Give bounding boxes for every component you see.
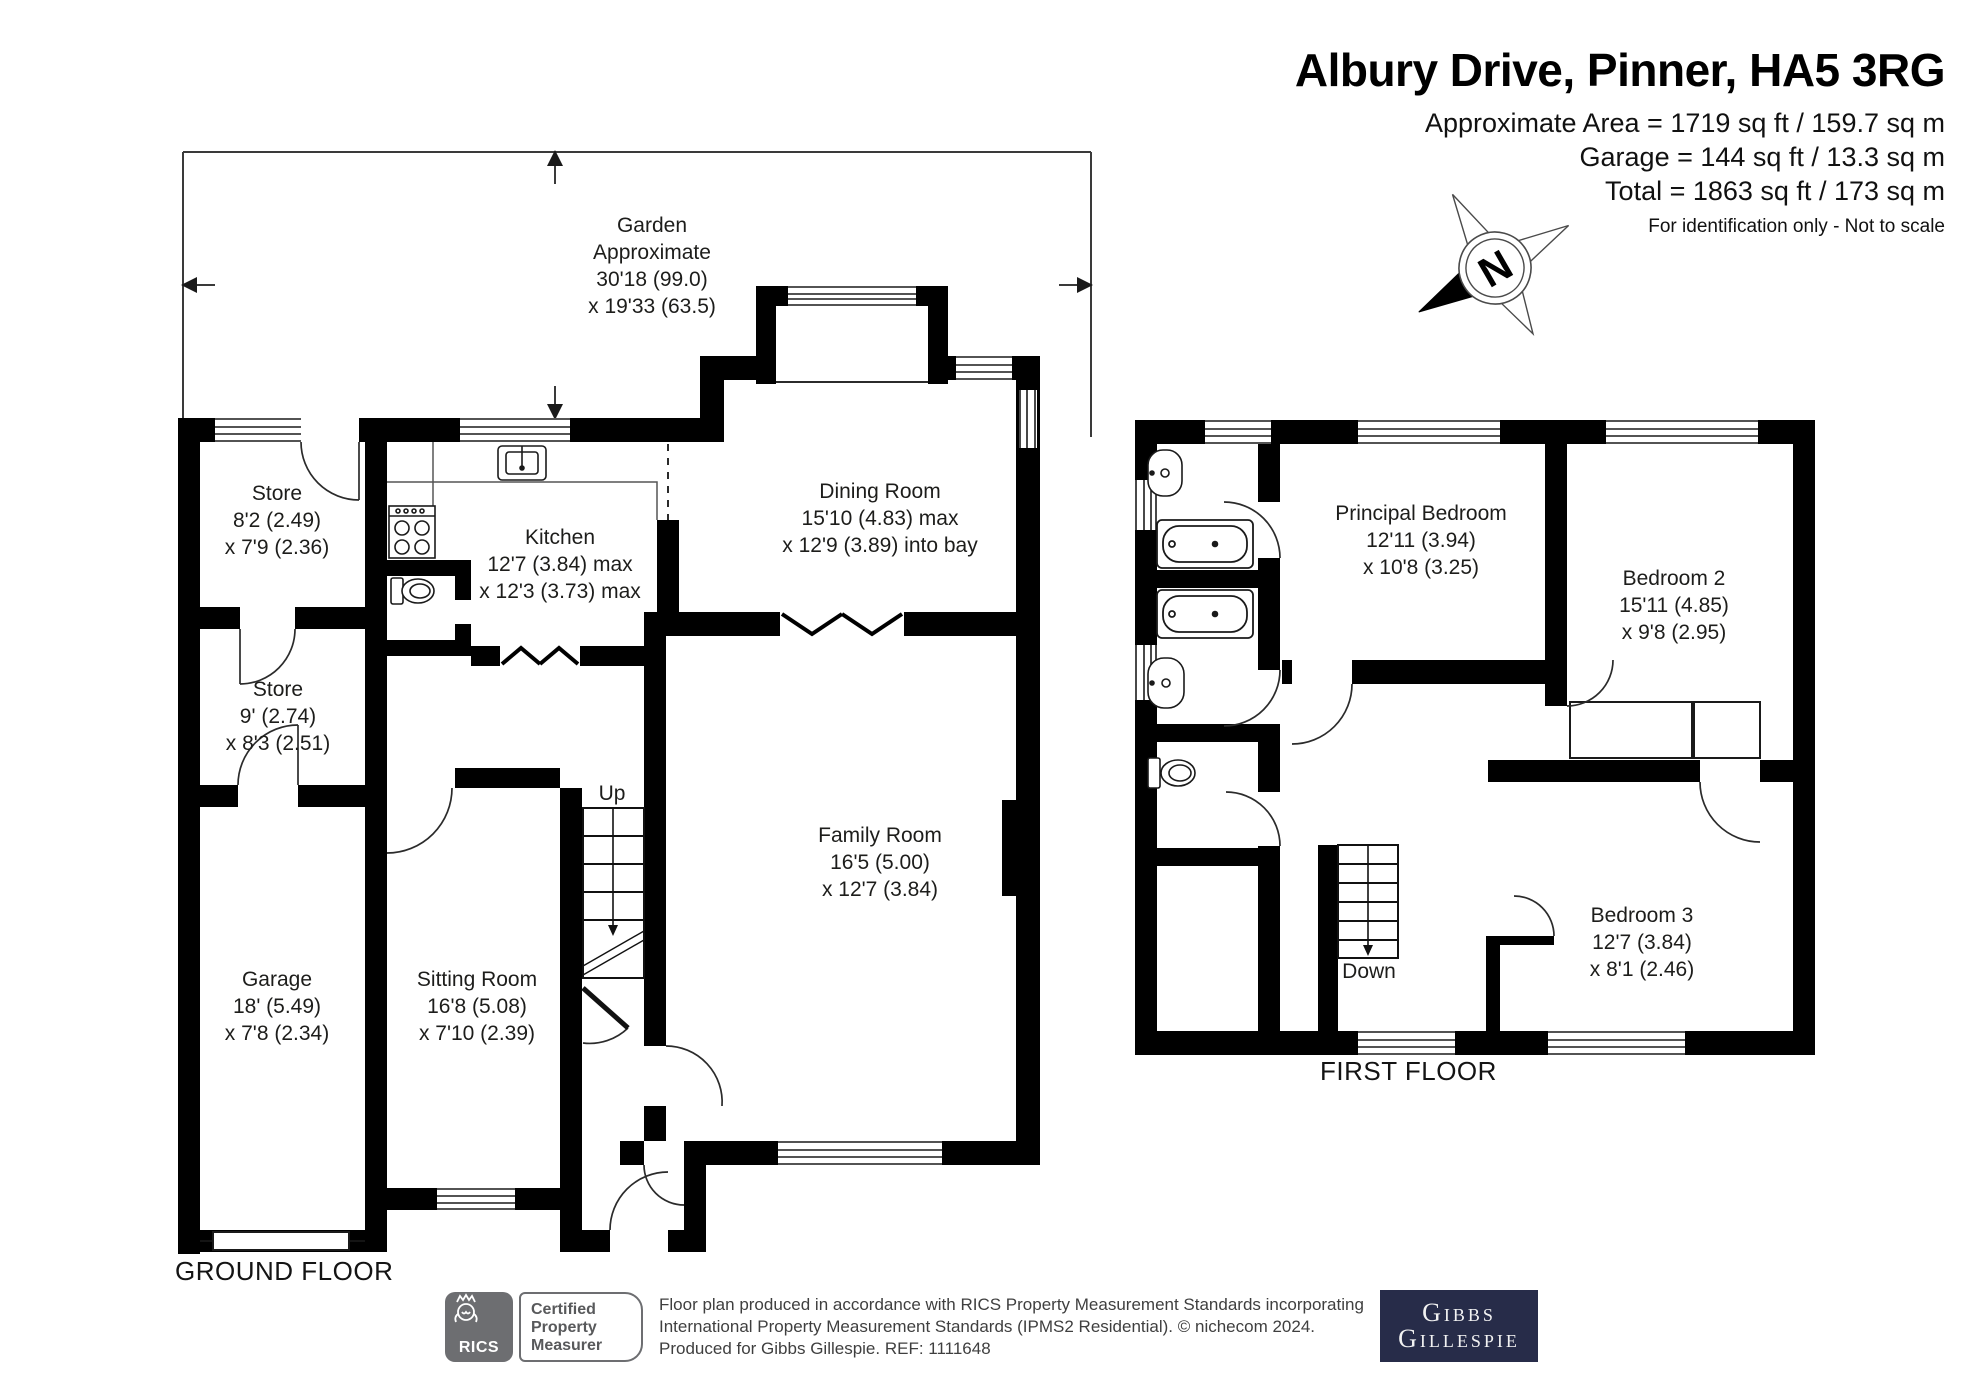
room-label-dining-room: Dining Room 15'10 (4.83) max x 12'9 (3.8… xyxy=(782,480,978,557)
room-label-garage: Garage 18' (5.49) x 7'8 (2.34) xyxy=(224,968,330,1045)
bathtub-icon xyxy=(1156,589,1254,639)
bathtub-icon xyxy=(1156,519,1254,569)
garden-name: Garden xyxy=(616,214,688,237)
rics-wordmark: RICS xyxy=(458,1339,500,1356)
hob-icon xyxy=(388,505,436,559)
kitchen-sink-icon xyxy=(497,445,547,481)
room-label-family-room: Family Room 16'5 (5.00) x 12'7 (3.84) xyxy=(818,824,942,901)
room-label-sitting-room: Sitting Room 16'8 (5.08) x 7'10 (2.39) xyxy=(416,968,538,1045)
bathroom-sink-icon xyxy=(1147,657,1185,709)
certified-property-measurer-badge: Certified Property Measurer xyxy=(519,1292,643,1362)
room-label-bedroom-3: Bedroom 3 12'7 (3.84) x 8'1 (2.46) xyxy=(1589,904,1695,981)
room-label-kitchen: Kitchen 12'7 (3.84) max x 12'3 (3.73) ma… xyxy=(479,526,641,603)
identification-note: For identification only - Not to scale xyxy=(1648,216,1945,237)
bathroom-sink-icon xyxy=(1147,449,1183,497)
cloakroom-toilet-icon xyxy=(390,577,435,605)
room-label-store-1: Store 8'2 (2.49) x 7'9 (2.36) xyxy=(224,482,330,559)
garden-qualifier: Approximate xyxy=(593,241,711,264)
first-floor-label: FIRST FLOOR xyxy=(1320,1056,1497,1086)
folding-doors xyxy=(500,612,904,666)
ground-floor-doors xyxy=(237,441,723,1231)
built-in-wardrobes xyxy=(1569,701,1761,759)
toilet-icon xyxy=(1147,757,1196,789)
first-floor-doors xyxy=(1223,501,1761,937)
room-label-store-2: Store 9' (2.74) x 8'3 (2.51) xyxy=(225,678,331,755)
gibbs-gillespie-logo: Gibbs Gillespie xyxy=(1380,1290,1538,1362)
room-label-garden: Garden Approximate 30'18 (99.0) x 19'33 … xyxy=(588,212,716,320)
ground-floor-label: GROUND FLOOR xyxy=(175,1256,394,1286)
header: Albury Drive, Pinner, HA5 3RG Approximat… xyxy=(1294,44,1946,242)
stairs-up xyxy=(582,807,645,979)
stairs-down xyxy=(1337,844,1399,959)
garden-dim2: x 19'33 (63.5) xyxy=(588,295,716,318)
total-area: Total = 1863 sq ft / 173 sq m xyxy=(1605,176,1945,206)
garage-door xyxy=(212,1231,350,1251)
garage-area: Garage = 144 sq ft / 13.3 sq m xyxy=(1579,142,1945,172)
approximate-area: Approximate Area = 1719 sq ft / 159.7 sq… xyxy=(1424,108,1945,138)
rics-lion-icon xyxy=(454,1293,478,1323)
room-label-principal-bedroom: Principal Bedroom 12'11 (3.94) x 10'8 (3… xyxy=(1335,502,1507,579)
ground-floor-walls xyxy=(178,286,1040,1254)
garden-arrows xyxy=(181,150,1093,420)
garden-outline xyxy=(182,151,1092,437)
stairs-up-label: Up xyxy=(598,782,626,805)
ground-floor-windows xyxy=(200,286,1037,1251)
compass-icon: N xyxy=(1418,193,1570,337)
first-floor-windows xyxy=(1135,420,1758,1055)
room-label-bedroom-2: Bedroom 2 15'11 (4.85) x 9'8 (2.95) xyxy=(1619,567,1729,644)
page-title: Albury Drive, Pinner, HA5 3RG xyxy=(1294,44,1946,96)
rics-logo: RICS xyxy=(445,1292,513,1362)
disclaimer-text: Floor plan produced in accordance with R… xyxy=(659,1295,1364,1358)
garden-dim1: 30'18 (99.0) xyxy=(596,268,708,291)
stairs-down-label: Down xyxy=(1342,960,1396,983)
